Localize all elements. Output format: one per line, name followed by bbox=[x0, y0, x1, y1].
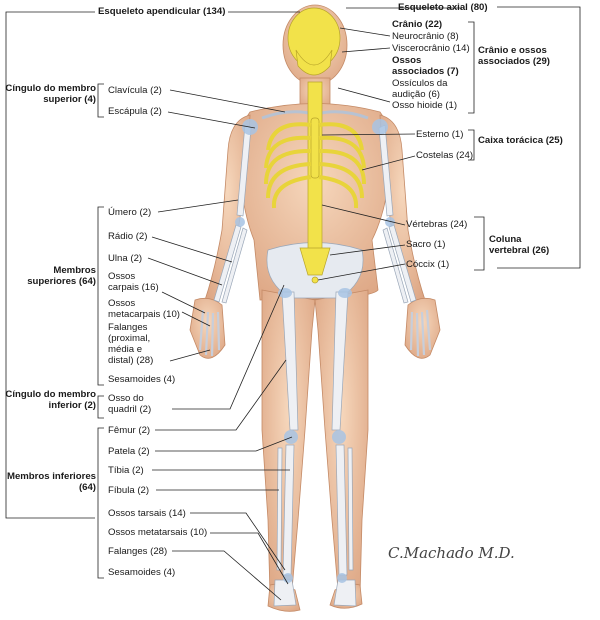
label-fibula: Fíbula (2) bbox=[108, 485, 150, 496]
label-ossos-associados: Ossos associados (7) bbox=[392, 55, 459, 77]
label-cranio: Crânio (22) bbox=[392, 19, 443, 30]
label-membros-superiores: Membros superiores (64) bbox=[27, 265, 96, 287]
label-cingulo-superior: Cíngulo do membro superior (4) bbox=[5, 83, 96, 105]
label-tarsais: Ossos tarsais (14) bbox=[108, 508, 186, 519]
label-hioide: Osso hioide (1) bbox=[392, 100, 458, 111]
joints bbox=[235, 119, 395, 583]
label-coluna-vertebral: Coluna vertebral (26) bbox=[489, 234, 550, 256]
label-femur: Fêmur (2) bbox=[108, 425, 151, 436]
label-patela: Patela (2) bbox=[108, 446, 150, 457]
label-falanges-mao: Falanges (proximal, média e distal) (28) bbox=[108, 322, 154, 366]
label-ossiculos: Ossículos da audição (6) bbox=[392, 78, 448, 100]
label-cingulo-inferior: Cíngulo do membro inferior (2) bbox=[5, 389, 96, 411]
label-radio: Rádio (2) bbox=[108, 231, 148, 242]
label-ulna: Ulna (2) bbox=[108, 253, 143, 264]
label-cranio-group: Crânio e ossos associados (29) bbox=[478, 45, 550, 67]
label-quadril: Osso do quadril (2) bbox=[108, 393, 152, 415]
label-coccix: Cóccix (1) bbox=[406, 259, 450, 270]
label-sesamoides-inferior: Sesamoides (4) bbox=[108, 567, 176, 578]
axial-skeleton-header: Esqueleto axial (80) bbox=[398, 2, 488, 13]
axial-bones bbox=[264, 7, 366, 284]
label-sesamoides-superior: Sesamoides (4) bbox=[108, 374, 176, 385]
label-neurocranio: Neurocrânio (8) bbox=[392, 31, 459, 42]
label-esterno: Esterno (1) bbox=[416, 129, 464, 140]
label-caixa-toracica: Caixa torácica (25) bbox=[478, 135, 563, 146]
label-escapula: Escápula (2) bbox=[108, 106, 162, 117]
label-viscerocranio: Viscerocrânio (14) bbox=[392, 43, 470, 54]
label-metatarsais: Ossos metatarsais (10) bbox=[108, 527, 208, 538]
label-vertebras: Vértebras (24) bbox=[406, 219, 468, 230]
label-tibia: Tíbia (2) bbox=[108, 465, 144, 476]
label-umero: Úmero (2) bbox=[108, 207, 152, 218]
artist-signature: C.Machado M.D. bbox=[388, 544, 515, 562]
label-membros-inferiores: Membros inferiores (64) bbox=[6, 471, 96, 493]
label-carpais: Ossos carpais (16) bbox=[108, 271, 159, 293]
appendicular-skeleton-header: Esqueleto apendicular (134) bbox=[98, 6, 226, 17]
label-sacro: Sacro (1) bbox=[406, 239, 446, 250]
label-clavicula: Clavícula (2) bbox=[108, 85, 162, 96]
label-metacarpais: Ossos metacarpais (10) bbox=[108, 298, 180, 320]
label-costelas: Costelas (24) bbox=[416, 150, 474, 161]
label-falanges-pe: Falanges (28) bbox=[108, 546, 168, 557]
